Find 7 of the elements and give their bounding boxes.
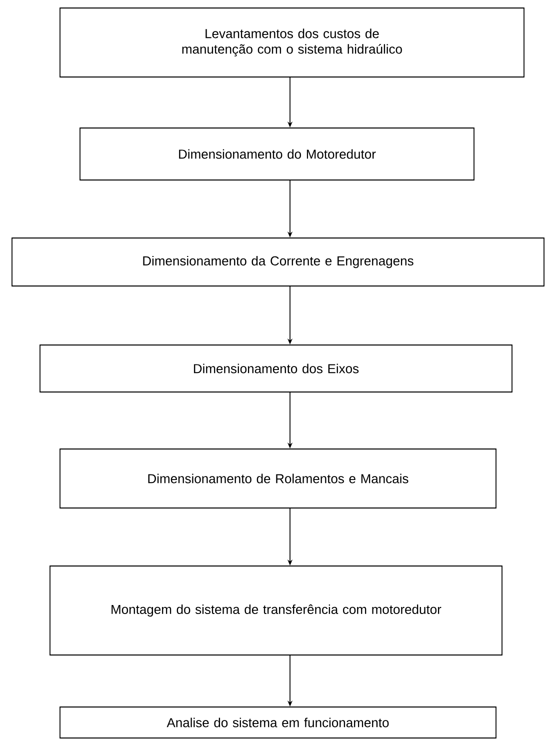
process-box: Analise do sistema em funcionamento [60,706,496,738]
process-box: Levantamentos dos custos de manutenção com o sistema hidraúlico [60,8,524,78]
process-box: Dimensionamento dos Eixos [40,344,512,392]
process-box: Dimensionamento de Rolamentos e Mancais [60,448,496,508]
process-box: Dimensionamento da Corrente e Engrenagens [12,238,544,286]
process-box: Dimensionamento do Motoredutor [80,128,474,180]
process-box: Montagem do sistema de transferência com motoredutor [50,566,502,656]
